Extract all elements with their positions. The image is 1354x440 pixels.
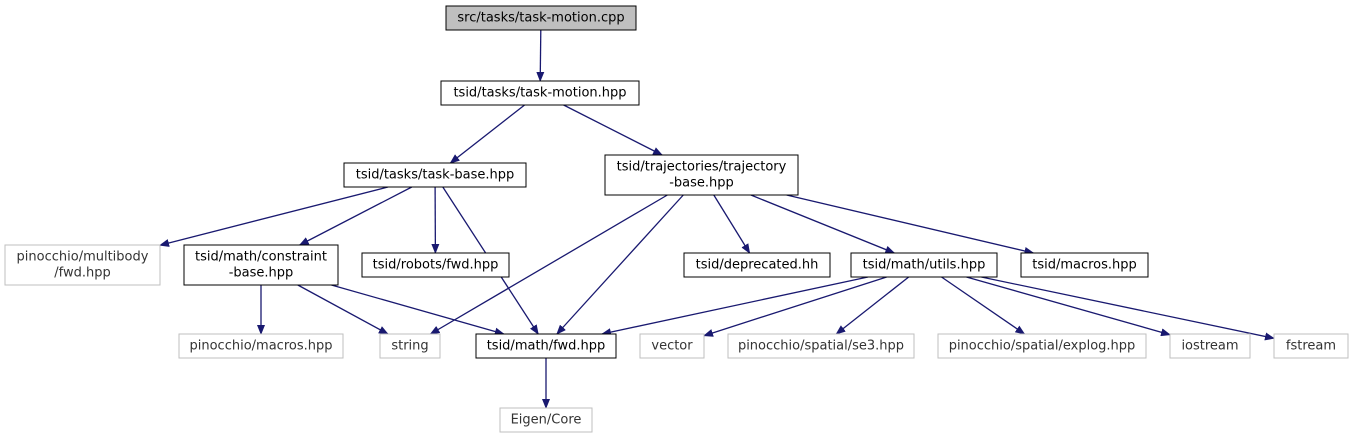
node-pinocchio-multibody-fwd[interactable]: pinocchio/multibody/fwd.hpp xyxy=(4,244,161,286)
node-box xyxy=(183,244,339,286)
edge-trajectory-base-hpp-to-math-fwd-hpp xyxy=(556,194,684,335)
node-box xyxy=(361,252,510,278)
node-box xyxy=(1169,333,1251,359)
node-vector[interactable]: vector xyxy=(639,333,705,359)
node-label: tsid/trajectories/trajectory xyxy=(617,160,787,175)
node-box xyxy=(727,333,915,359)
node-box xyxy=(499,407,593,433)
node-label: tsid/deprecated.hh xyxy=(696,258,819,273)
node-box xyxy=(379,333,441,359)
node-math-fwd-hpp[interactable]: tsid/math/fwd.hpp xyxy=(475,333,617,359)
node-box xyxy=(1020,252,1149,278)
edge-task-motion-hpp-to-task-base-hpp xyxy=(449,104,526,164)
node-label: string xyxy=(391,339,428,354)
node-iostream[interactable]: iostream xyxy=(1169,333,1251,359)
edges-layer xyxy=(159,29,1275,409)
edge-trajectory-base-hpp-to-math-utils-hpp xyxy=(750,194,896,254)
edge-trajectory-base-hpp-to-macros-hpp xyxy=(786,194,1035,255)
edge-task-motion-cpp-to-task-motion-hpp xyxy=(536,29,545,82)
node-label: tsid/tasks/task-base.hpp xyxy=(356,168,515,183)
edge-task-base-hpp-to-pinocchio-multibody-fwd xyxy=(159,186,389,247)
node-pinocchio-explog[interactable]: pinocchio/spatial/explog.hpp xyxy=(937,333,1147,359)
node-box xyxy=(604,154,799,196)
node-label: tsid/math/fwd.hpp xyxy=(487,339,606,354)
node-box xyxy=(639,333,705,359)
node-box xyxy=(440,80,640,106)
node-label: pinocchio/spatial/se3.hpp xyxy=(738,339,904,354)
edge-constraint-base-hpp-to-string xyxy=(297,284,389,335)
node-label: iostream xyxy=(1181,339,1238,354)
node-label: tsid/robots/fwd.hpp xyxy=(373,258,499,273)
edge-trajectory-base-hpp-to-deprecated-hh xyxy=(713,194,751,254)
edge-constraint-base-hpp-to-math-fwd-hpp xyxy=(331,284,505,336)
node-label: src/tasks/task-motion.cpp xyxy=(457,11,624,26)
node-string[interactable]: string xyxy=(379,333,441,359)
node-macros-hpp[interactable]: tsid/macros.hpp xyxy=(1020,252,1149,278)
node-box xyxy=(178,333,344,359)
node-label: tsid/tasks/task-motion.hpp xyxy=(453,86,626,101)
edge-task-motion-hpp-to-trajectory-base-hpp xyxy=(563,104,663,156)
edge-trajectory-base-hpp-to-string xyxy=(429,194,668,335)
nodes-layer: src/tasks/task-motion.cpp tsid/tasks/task… xyxy=(4,5,1349,433)
node-box xyxy=(1273,333,1349,359)
node-label: -base.hpp xyxy=(229,266,294,281)
edge-math-utils-hpp-to-iostream xyxy=(966,276,1171,337)
node-eigen-core[interactable]: Eigen/Core xyxy=(499,407,593,433)
node-label: tsid/math/constraint xyxy=(195,250,327,265)
node-box xyxy=(850,252,998,278)
node-label: pinocchio/spatial/explog.hpp xyxy=(949,339,1136,354)
edge-math-utils-hpp-to-math-fwd-hpp xyxy=(601,276,869,337)
edge-math-utils-hpp-to-vector xyxy=(703,276,887,337)
node-box xyxy=(4,244,161,286)
node-pinocchio-se3[interactable]: pinocchio/spatial/se3.hpp xyxy=(727,333,915,359)
node-deprecated-hh[interactable]: tsid/deprecated.hh xyxy=(683,252,831,278)
node-task-motion-cpp[interactable]: src/tasks/task-motion.cpp xyxy=(445,5,637,31)
node-label: fstream xyxy=(1286,339,1336,354)
edge-math-utils-hpp-to-pinocchio-se3 xyxy=(835,276,910,335)
node-label: tsid/macros.hpp xyxy=(1032,258,1137,273)
node-label: tsid/math/utils.hpp xyxy=(863,258,986,273)
node-task-motion-hpp[interactable]: tsid/tasks/task-motion.hpp xyxy=(440,80,640,106)
node-box xyxy=(937,333,1147,359)
node-label: Eigen/Core xyxy=(511,413,582,428)
node-box xyxy=(475,333,617,359)
node-label: pinocchio/multibody xyxy=(17,250,149,265)
node-label: pinocchio/macros.hpp xyxy=(190,339,333,354)
node-math-utils-hpp[interactable]: tsid/math/utils.hpp xyxy=(850,252,998,278)
node-box xyxy=(683,252,831,278)
node-label: -base.hpp xyxy=(669,176,734,191)
node-constraint-base-hpp[interactable]: tsid/math/constraint-base.hpp xyxy=(183,244,339,286)
node-fstream[interactable]: fstream xyxy=(1273,333,1349,359)
node-robots-fwd-hpp[interactable]: tsid/robots/fwd.hpp xyxy=(361,252,510,278)
edge-math-utils-hpp-to-fstream xyxy=(981,276,1275,341)
node-label: vector xyxy=(651,339,693,354)
node-box xyxy=(343,162,527,188)
node-box xyxy=(445,5,637,31)
node-label: /fwd.hpp xyxy=(54,266,111,281)
node-task-base-hpp[interactable]: tsid/tasks/task-base.hpp xyxy=(343,162,527,188)
edge-math-utils-hpp-to-pinocchio-explog xyxy=(941,276,1026,335)
node-pinocchio-macros[interactable]: pinocchio/macros.hpp xyxy=(178,333,344,359)
edge-task-base-hpp-to-constraint-base-hpp xyxy=(298,186,413,246)
node-trajectory-base-hpp[interactable]: tsid/trajectories/trajectory-base.hpp xyxy=(604,154,799,196)
